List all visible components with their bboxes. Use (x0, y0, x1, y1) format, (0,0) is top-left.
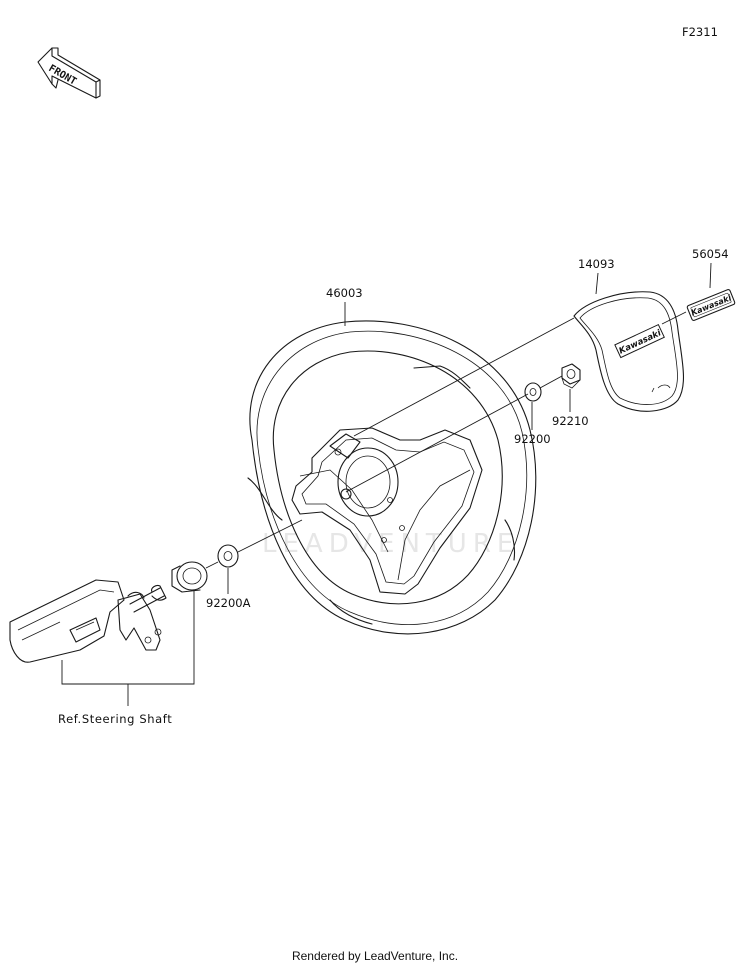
horn-pad-14093[interactable]: Kawasaki 14093 (573, 257, 684, 412)
leader-hub-to-washer (345, 393, 529, 493)
leader-shaft-to-wheel (205, 519, 303, 569)
part-label-92210: 92210 (552, 414, 589, 428)
leader-washer-to-nut (539, 375, 563, 389)
footer-credit: Rendered by LeadVenture, Inc. (291, 949, 459, 963)
washer-92200A[interactable]: 92200A (206, 544, 251, 610)
figure-code: F2311 (682, 25, 718, 39)
part-label-14093: 14093 (578, 257, 615, 271)
front-label: FRONT (47, 63, 79, 88)
steering-shaft-assembly[interactable]: Ref.Steering Shaft (9, 561, 208, 726)
nut-92210[interactable]: 92210 (552, 363, 589, 428)
reference-label: Ref.Steering Shaft (58, 712, 172, 726)
part-label-92200: 92200 (514, 432, 551, 446)
leader-hub-to-pad (353, 317, 575, 437)
part-label-92200A: 92200A (206, 596, 251, 610)
part-label-56054: 56054 (692, 247, 729, 261)
emblem-56054[interactable]: Kawasaki 56054 (661, 247, 736, 325)
part-label-46003: 46003 (326, 286, 363, 300)
watermark: LEADVENTURE (262, 529, 519, 559)
steering-wheel-46003[interactable]: 46003 (247, 286, 537, 635)
front-arrow-icon: FRONT (37, 47, 101, 99)
washer-92200[interactable]: 92200 (514, 382, 551, 446)
